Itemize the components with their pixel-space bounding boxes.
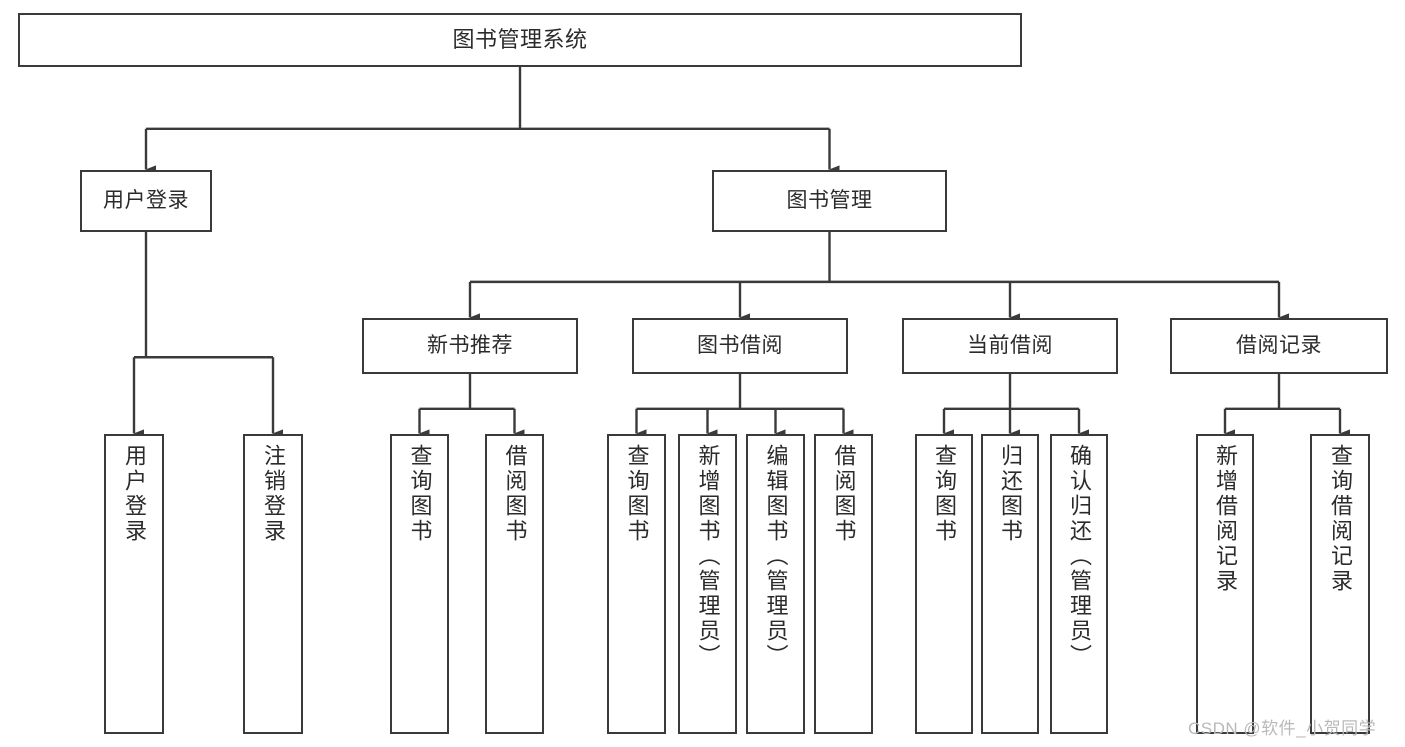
node-leaf-logout[interactable]: 注销登录 [243,434,303,734]
node-leaf-query-book-rec[interactable]: 查询图书 [390,434,449,734]
node-leaf-borrow-book-rec[interactable]: 借阅图书 [485,434,544,734]
node-label: 新增图书（管理员） [695,444,721,669]
node-leaf-return-book[interactable]: 归还图书 [981,434,1039,734]
node-label: 借阅图书 [502,444,528,544]
node-label: 借阅记录 [1236,333,1322,357]
node-label: 图书管理 [786,188,873,212]
node-label: 查询图书 [932,444,957,544]
node-label: 归还图书 [998,444,1023,544]
node-leaf-query-book-bor[interactable]: 查询图书 [607,434,666,734]
node-label: 用户登录 [103,188,189,212]
node-root[interactable]: 图书管理系统 [18,13,1022,67]
node-label: 用户登录 [122,444,147,544]
node-book-manage[interactable]: 图书管理 [712,170,947,232]
node-label: 当前借阅 [967,333,1053,357]
node-leaf-add-book[interactable]: 新增图书（管理员） [678,434,737,734]
node-label: 图书借阅 [697,333,783,357]
node-label: 编辑图书（管理员） [763,444,789,669]
node-borrow-record[interactable]: 借阅记录 [1170,318,1388,374]
node-book-borrow[interactable]: 图书借阅 [632,318,848,374]
node-leaf-query-book-cur[interactable]: 查询图书 [915,434,973,734]
node-user-login[interactable]: 用户登录 [80,170,212,232]
node-label: 图书管理系统 [452,27,588,53]
node-new-book-rec[interactable]: 新书推荐 [362,318,578,374]
node-label: 查询图书 [407,444,433,544]
node-label: 查询借阅记录 [1328,444,1353,594]
node-leaf-add-record[interactable]: 新增借阅记录 [1196,434,1254,734]
node-leaf-borrow-book[interactable]: 借阅图书 [814,434,873,734]
node-label: 新书推荐 [427,333,513,357]
node-leaf-query-record[interactable]: 查询借阅记录 [1310,434,1370,734]
csdn-watermark: CSDN @软件_小贺同学 [1188,719,1377,738]
node-label: 确认归还（管理员） [1067,444,1092,669]
node-leaf-user-login[interactable]: 用户登录 [104,434,164,734]
node-label: 借阅图书 [831,444,857,544]
node-label: 注销登录 [261,444,286,544]
node-leaf-edit-book[interactable]: 编辑图书（管理员） [746,434,805,734]
node-leaf-confirm-return[interactable]: 确认归还（管理员） [1050,434,1108,734]
node-current-borrow[interactable]: 当前借阅 [902,318,1118,374]
node-label: 查询图书 [624,444,650,544]
node-label: 新增借阅记录 [1213,444,1238,594]
